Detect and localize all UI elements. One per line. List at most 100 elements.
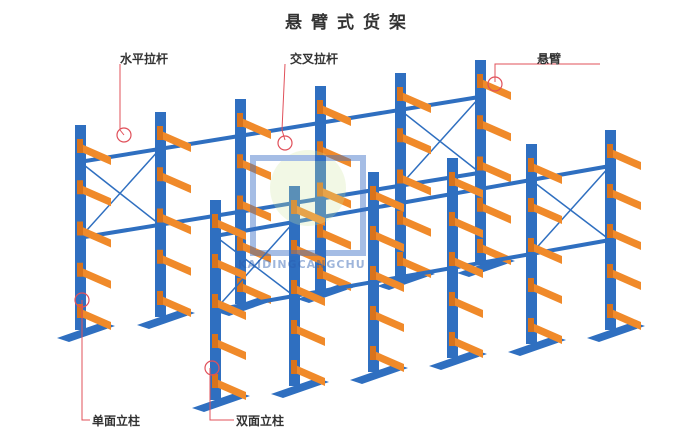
arm-bracket	[528, 278, 534, 292]
arm-bracket	[291, 280, 297, 294]
label-double-sided-column: 双面立柱	[236, 414, 285, 428]
leader-line	[209, 368, 234, 421]
cantilever-arm	[451, 296, 483, 318]
cantilever-arm	[293, 284, 325, 306]
cantilever-arm	[479, 119, 511, 142]
cantilever-arm	[451, 336, 483, 358]
arm-bracket	[370, 346, 376, 360]
arm-bracket	[157, 291, 163, 305]
leader-line	[494, 63, 600, 82]
arm-bracket	[370, 226, 376, 240]
horizontal-brace	[214, 164, 611, 238]
leader-line	[81, 300, 90, 421]
arm-bracket	[237, 195, 243, 210]
cantilever-arm	[214, 258, 246, 280]
callout-circle	[204, 360, 220, 376]
cantilever-arm	[239, 158, 271, 181]
cantilever-arm	[530, 282, 562, 304]
cantilever-arm	[159, 295, 191, 317]
arm-bracket	[397, 128, 403, 143]
cantilever-arm	[319, 104, 351, 126]
cantilever-arm	[159, 130, 191, 152]
cantilever-arm	[609, 148, 641, 170]
cantilever-arm	[399, 91, 431, 113]
arm-bracket	[291, 320, 297, 334]
label-cantilever-arm: 悬臂	[537, 52, 562, 66]
arm-bracket	[212, 334, 218, 348]
arm-bracket	[317, 182, 323, 197]
cantilever-arm	[293, 204, 325, 226]
arm-bracket	[157, 249, 163, 264]
arm-bracket	[528, 318, 534, 332]
cantilever-arm	[479, 160, 511, 183]
arm-bracket	[528, 198, 534, 212]
cantilever-arm	[479, 201, 511, 224]
column-base	[350, 364, 408, 384]
arm-bracket	[449, 292, 455, 306]
cantilever-arm	[399, 173, 431, 196]
cantilever-arm	[214, 378, 246, 400]
arm-bracket	[157, 126, 163, 140]
callout-circle	[487, 76, 503, 92]
cantilever-arm	[79, 308, 111, 330]
arm-bracket	[607, 304, 613, 318]
arm-bracket	[397, 169, 403, 184]
cantilever-arm	[451, 176, 483, 198]
arm-bracket	[528, 158, 534, 172]
column-base	[429, 350, 487, 370]
leader-line	[119, 64, 125, 136]
cantilever-arm	[399, 132, 431, 155]
arm-bracket	[77, 221, 83, 236]
cantilever-arm	[239, 199, 271, 222]
cantilever-arm	[159, 253, 191, 276]
arm-bracket	[449, 332, 455, 346]
arm-bracket	[291, 200, 297, 214]
cantilever-arm	[319, 227, 351, 250]
arm-bracket	[157, 208, 163, 223]
arm-bracket	[477, 156, 483, 171]
cantilever-arm	[372, 350, 404, 372]
label-single-sided-column: 单面立柱	[92, 414, 141, 428]
cantilever-arm	[239, 282, 271, 304]
cantilever-arm	[293, 324, 325, 346]
horizontal-brace	[214, 238, 611, 312]
arm-bracket	[212, 374, 218, 388]
cantilever-arm	[609, 188, 641, 210]
cantilever-arm	[372, 190, 404, 212]
label-horizontal-brace: 水平拉杆	[120, 52, 169, 66]
arm-bracket	[449, 212, 455, 226]
cantilever-arm	[79, 143, 111, 165]
arm-bracket	[77, 180, 83, 195]
arm-bracket	[477, 197, 483, 212]
cantilever-arm	[530, 202, 562, 224]
cantilever-arm	[372, 230, 404, 252]
cantilever-arm	[609, 268, 641, 290]
cantilever-arm	[530, 322, 562, 344]
arm-bracket	[317, 141, 323, 156]
arm-bracket	[607, 184, 613, 198]
arm-bracket	[291, 360, 297, 374]
cantilever-arm	[293, 244, 325, 266]
arm-bracket	[77, 262, 83, 277]
arm-bracket	[477, 74, 483, 88]
arm-bracket	[397, 252, 403, 266]
arm-bracket	[237, 236, 243, 251]
arm-bracket	[317, 100, 323, 114]
cantilever-arm	[399, 214, 431, 237]
arm-bracket	[370, 266, 376, 280]
arm-bracket	[291, 240, 297, 254]
cantilever-arm	[214, 218, 246, 240]
column-base	[137, 309, 195, 329]
arm-bracket	[607, 144, 613, 158]
cantilever-arm	[319, 186, 351, 209]
arm-bracket	[317, 265, 323, 279]
cantilever-arm	[79, 184, 111, 207]
arm-bracket	[317, 223, 323, 238]
cantilever-arm	[609, 228, 641, 250]
arm-bracket	[477, 115, 483, 130]
callout-circle	[277, 135, 293, 151]
cross-brace	[79, 148, 161, 239]
cantilever-arm	[159, 212, 191, 235]
